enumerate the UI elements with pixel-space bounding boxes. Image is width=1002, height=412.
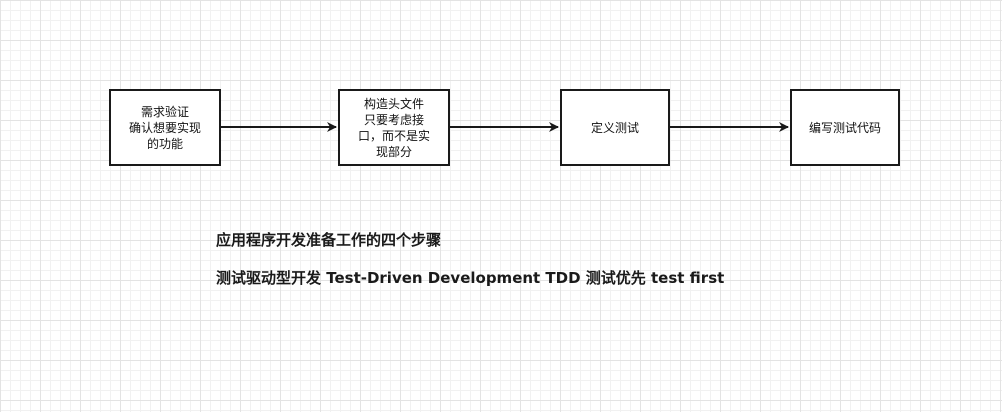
step-label: 定义测试	[590, 120, 639, 135]
step-box-define-tests[interactable]: 定义测试	[560, 89, 670, 166]
step-box-header-file[interactable]: 构造头文件 只要考虑接 口，而不是实 现部分	[338, 89, 450, 166]
step-label: 构造头文件 只要考虑接 口，而不是实 现部分	[357, 96, 430, 159]
step-box-write-test-code[interactable]: 编写测试代码	[790, 89, 900, 166]
step-box-requirements[interactable]: 需求验证 确认想要实现 的功能	[109, 89, 221, 166]
caption-tdd: 测试驱动型开发 Test-Driven Development TDD 测试优先…	[216, 269, 725, 287]
step-label: 需求验证 确认想要实现 的功能	[128, 104, 201, 151]
caption-four-steps: 应用程序开发准备工作的四个步骤	[216, 231, 442, 249]
step-label: 编写测试代码	[808, 120, 881, 135]
